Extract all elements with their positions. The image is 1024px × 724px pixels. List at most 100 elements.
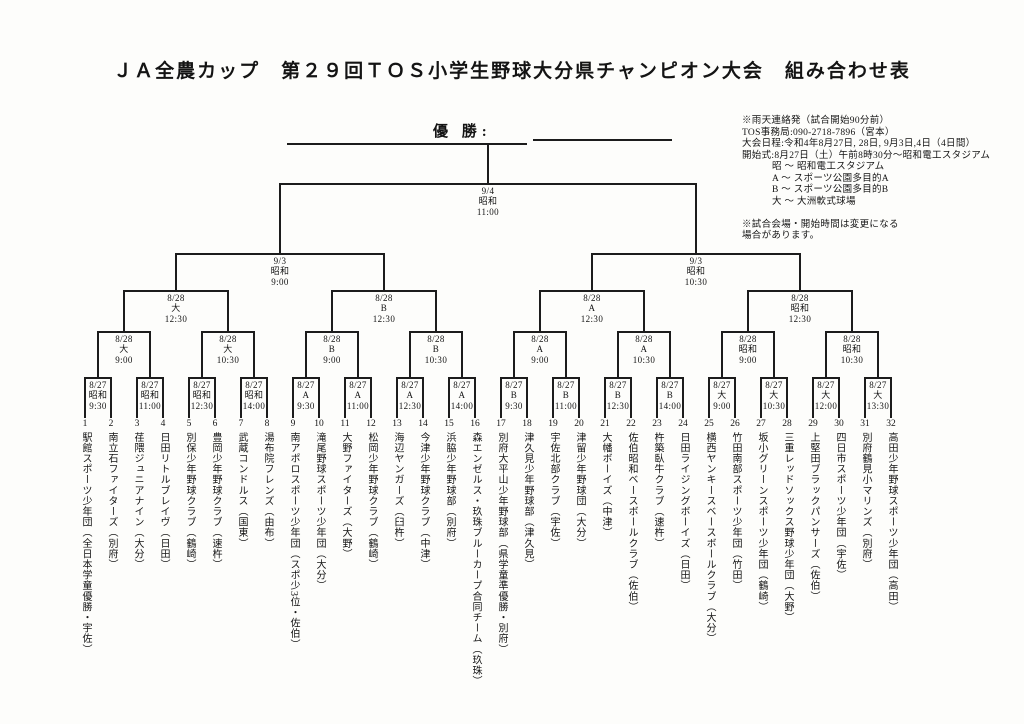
match-date: 8/27 xyxy=(401,379,419,390)
bracket-line xyxy=(851,290,853,331)
champion-label: 優 勝: xyxy=(433,124,492,140)
team-number: 28 xyxy=(782,419,792,429)
match-date: 8/27 xyxy=(661,379,679,390)
bracket-line xyxy=(98,331,150,333)
match-date: 8/28 xyxy=(583,292,601,303)
bracket-line xyxy=(748,290,852,292)
match-time: 10:30 xyxy=(424,355,448,366)
bracket-line xyxy=(890,377,892,418)
bracket-line xyxy=(175,253,177,290)
team-name: 大幡ボーイズ（中津） xyxy=(600,432,611,538)
match-time: 11:00 xyxy=(346,401,370,412)
team-number: 31 xyxy=(860,419,870,429)
bracket-line xyxy=(266,377,268,418)
bracket-line xyxy=(279,183,281,253)
team-name: 津留少年野球団（大分） xyxy=(574,432,585,549)
bracket-line xyxy=(500,377,502,418)
bracket-line xyxy=(332,290,436,292)
bracket-line xyxy=(188,377,190,418)
bracket-line xyxy=(241,377,267,379)
match-venue: A xyxy=(406,390,414,401)
bracket-line xyxy=(865,377,891,379)
match-date: 9/4 xyxy=(481,185,495,196)
bracket-line xyxy=(630,377,632,418)
match-date: 8/27 xyxy=(765,379,783,390)
team-number: 14 xyxy=(418,419,428,429)
team-number: 1 xyxy=(82,419,88,429)
match-venue: 昭和 xyxy=(478,196,498,207)
match-venue: 昭和 xyxy=(270,266,290,277)
team-number: 11 xyxy=(340,419,350,429)
bracket-line xyxy=(604,377,606,418)
bracket-line xyxy=(838,377,840,418)
match-venue: 昭和 xyxy=(842,344,862,355)
bracket-line xyxy=(722,331,774,333)
bracket-line xyxy=(292,377,294,418)
team-number: 15 xyxy=(444,419,454,429)
match-date: 8/27 xyxy=(89,379,107,390)
match-venue: B xyxy=(562,390,570,401)
team-number: 16 xyxy=(470,419,480,429)
bracket-line xyxy=(214,377,216,418)
bracket-line xyxy=(514,331,566,333)
bracket-line xyxy=(721,331,723,377)
match-venue: 昭和 xyxy=(192,390,212,401)
team-name: 杵築臥牛クラブ（速杵） xyxy=(652,432,663,549)
bracket-line xyxy=(812,377,814,418)
bracket-line xyxy=(449,377,475,379)
team-number: 30 xyxy=(834,419,844,429)
team-number: 32 xyxy=(886,419,896,429)
bracket-line xyxy=(448,377,450,418)
match-date: 8/27 xyxy=(453,379,471,390)
bracket-line xyxy=(435,290,437,331)
team-name: 南アポロスポーツ少年団（スポ少3位・佐伯） xyxy=(288,432,299,650)
champion-blank-line xyxy=(533,139,672,141)
match-venue: 昭和 xyxy=(140,390,160,401)
team-name: 津久見少年野球部（津久見） xyxy=(522,432,533,570)
match-time: 11:00 xyxy=(138,401,162,412)
team-name: 森エンゼルス・玖珠ブルーカープ合同チーム（玖珠） xyxy=(470,432,481,687)
match-time: 10:30 xyxy=(632,355,656,366)
info-line: A ～ スポーツ公園多目的A xyxy=(772,173,889,184)
bracket-line xyxy=(657,377,683,379)
match-time: 12:30 xyxy=(580,314,604,325)
bracket-line xyxy=(124,290,228,292)
team-number: 29 xyxy=(808,419,818,429)
match-date: 8/27 xyxy=(245,379,263,390)
bracket-line xyxy=(643,290,645,331)
bracket-line xyxy=(189,377,215,379)
match-time: 12:30 xyxy=(398,401,422,412)
match-venue: 大 xyxy=(769,390,779,401)
match-time: 10:30 xyxy=(840,355,864,366)
match-time: 9:00 xyxy=(115,355,133,366)
match-date: 8/28 xyxy=(375,292,393,303)
match-date: 8/28 xyxy=(791,292,809,303)
match-time: 9:30 xyxy=(297,401,315,412)
match-venue: 大 xyxy=(171,303,181,314)
match-venue: 大 xyxy=(873,390,883,401)
bracket-line xyxy=(162,377,164,418)
bracket-line xyxy=(137,377,163,379)
bracket-line xyxy=(825,331,827,377)
team-name: 海辺ヤンガーズ（臼杵） xyxy=(392,432,403,549)
match-venue: 大 xyxy=(821,390,831,401)
bracket-line xyxy=(383,253,385,290)
page-title: ＪＡ全農カップ 第２９回ＴＯＳ小学生野球大分県チャンピオン大会 組み合わせ表 xyxy=(113,61,911,82)
info-line: 昭 ～ 昭和電工スタジアム xyxy=(772,162,885,172)
match-time: 9:00 xyxy=(271,277,289,288)
match-venue: A xyxy=(458,390,466,401)
team-name: 四日市スポーツ少年団（宇佐） xyxy=(834,432,845,581)
bracket-line xyxy=(695,183,697,253)
match-date: 8/27 xyxy=(505,379,523,390)
